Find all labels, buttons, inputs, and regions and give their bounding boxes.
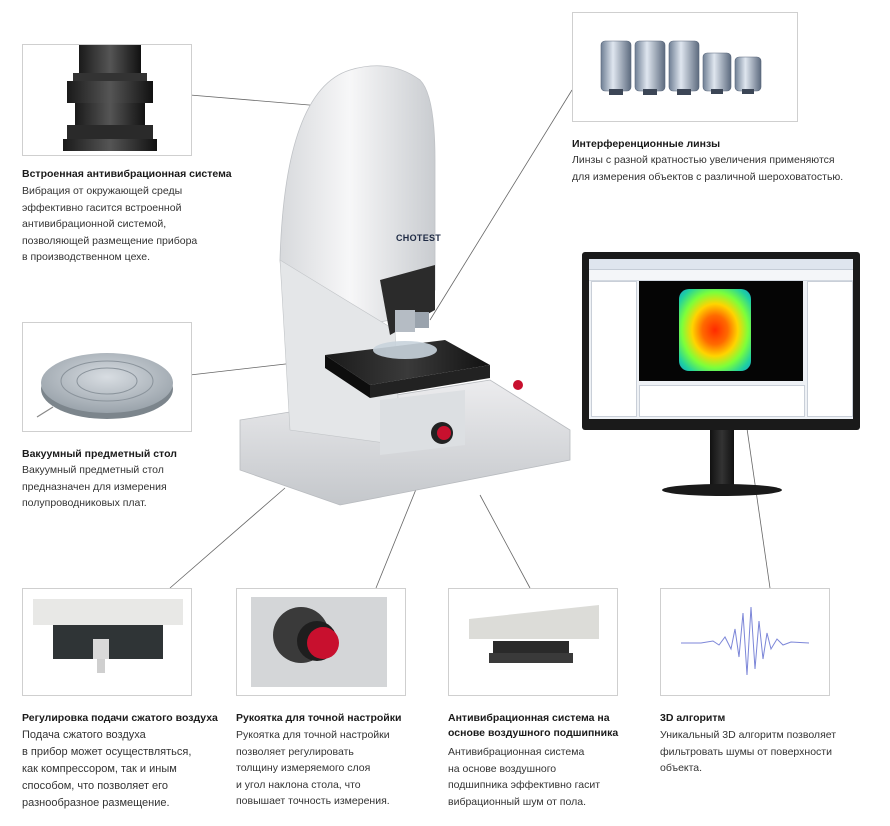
- vacuum-stage-image-box: [22, 322, 192, 432]
- vacuum-chuck-icon: [36, 353, 173, 419]
- lenses-title: Интерференционные линзы: [572, 138, 721, 150]
- algorithm-image-box: [660, 588, 830, 696]
- vacuum-stage-text: Вакуумный предметный стол предназначен д…: [22, 464, 167, 509]
- algorithm-text: Уникальный 3D алгоритм позволяет фильтро…: [660, 729, 837, 774]
- params-panel: [807, 281, 853, 417]
- software-window: [589, 259, 853, 419]
- monitor-base: [662, 484, 782, 496]
- air-supply-title: Регулировка подачи сжатого воздуха: [22, 712, 218, 724]
- air-bearing-title: Антивибрационная система на основе возду…: [448, 712, 619, 739]
- vibration-image-box: [22, 44, 192, 156]
- surface-heatmap: [679, 289, 751, 371]
- red-knob-icon: [251, 597, 387, 687]
- algorithm-title: 3D алгоритм: [660, 712, 726, 724]
- lenses-text: Линзы с разной кратностью увеличения при…: [572, 154, 844, 183]
- air-bearing-icon: [469, 605, 599, 663]
- lenses-image-box: [572, 12, 798, 122]
- profile-graph: [639, 385, 805, 417]
- air-supply-image-box: [22, 588, 192, 696]
- vibration-text: Вибрация от окружающей среды эффективно …: [22, 185, 198, 263]
- air-bearing-image-box: [448, 588, 618, 696]
- waveform-icon: [681, 606, 810, 676]
- air-valve-icon: [33, 599, 183, 673]
- knob-title: Рукоятка для точной настройки: [236, 712, 402, 724]
- monitor: [582, 252, 860, 430]
- vibration-title: Встроенная антивибрационная система: [22, 168, 232, 180]
- air-supply-text: Подача сжатого воздуха в прибор может ос…: [22, 729, 192, 809]
- software-toolbar: [589, 270, 853, 281]
- monitor-stand: [710, 430, 734, 486]
- air-bearing-text: Антивибрационная система на основе возду…: [448, 746, 600, 808]
- knob-image-box: [236, 588, 406, 696]
- profilometer-instrument: [239, 65, 571, 506]
- damper-icon: [63, 45, 157, 151]
- vacuum-stage-title: Вакуумный предметный стол: [22, 448, 177, 460]
- tree-panel: [591, 281, 637, 417]
- brand-logo: CHOTEST: [396, 233, 442, 243]
- heatmap-view: [639, 281, 803, 381]
- objective-lenses-icon: [600, 40, 762, 95]
- software-menubar: [589, 259, 853, 270]
- knob-text: Рукоятка для точной настройки позволяет …: [236, 729, 390, 807]
